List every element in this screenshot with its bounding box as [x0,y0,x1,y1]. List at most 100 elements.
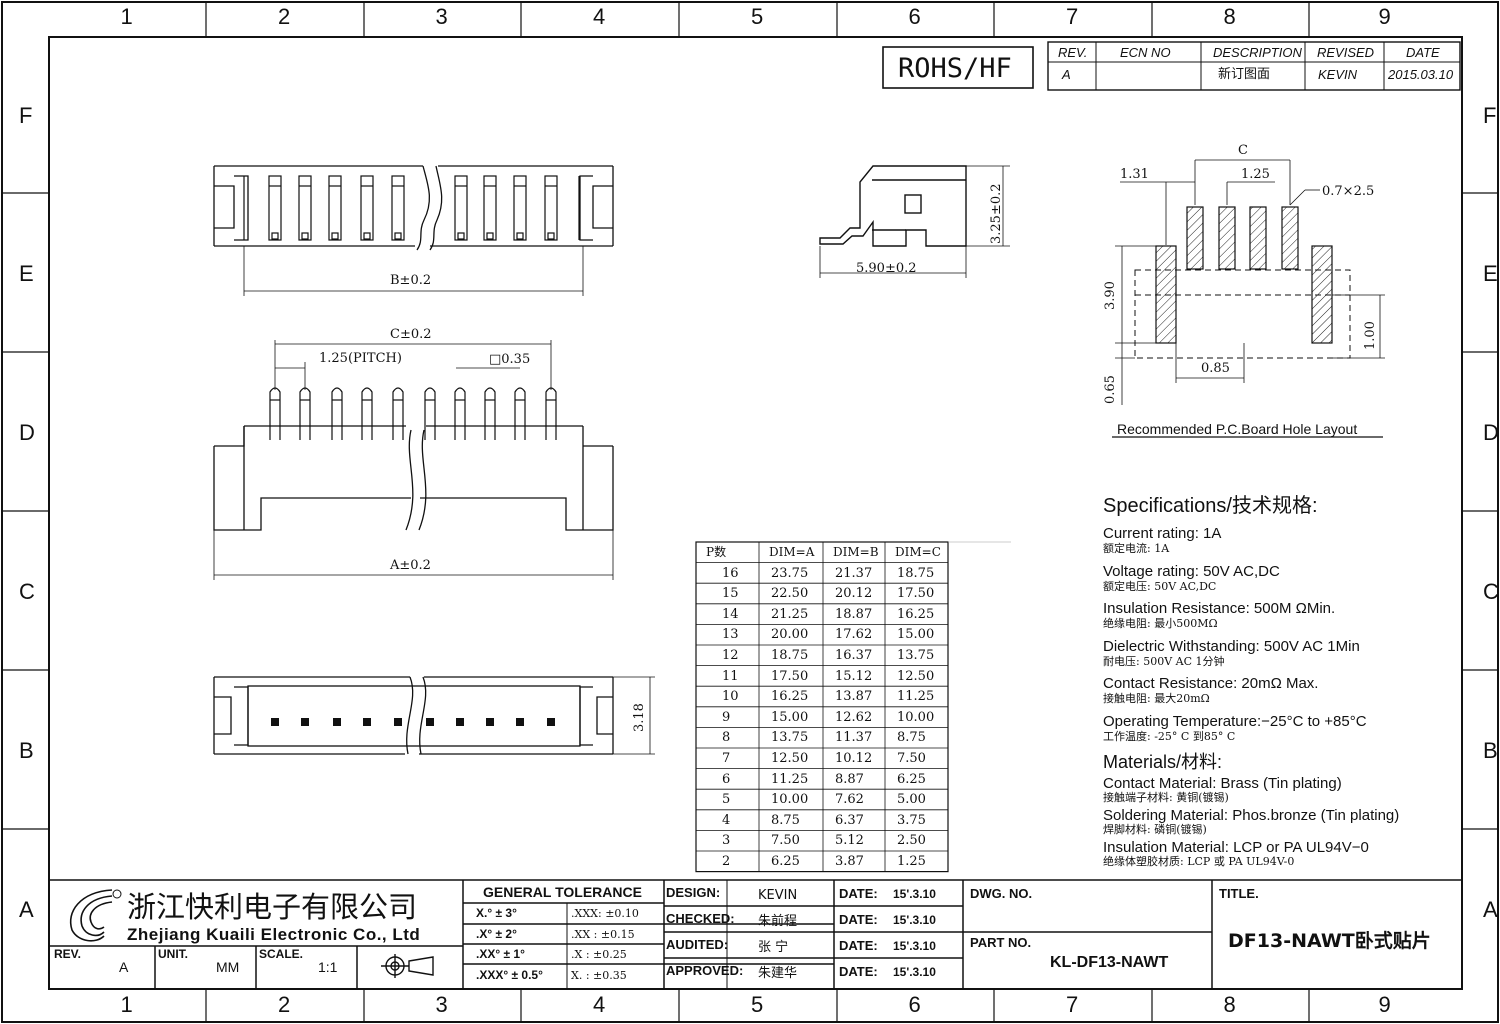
table-cell: 12.50 [771,751,809,766]
tolerance-angle: .XX° ± 1° [476,947,525,961]
dim-b: B±0.2 [390,273,432,288]
tolerance-angle: .X° ± 2° [476,926,517,941]
spec-en: Operating Temperature:−25°C to +85°C [1103,712,1367,730]
sign-date: 15'.3.10 [893,887,936,901]
pcb-caption: Recommended P.C.Board Hole Layout [1117,421,1358,437]
spec-cn: 接触电阻: 最大20mΩ [1103,692,1210,705]
title-label: TITLE. [1219,886,1259,901]
col-label-top: 2 [278,4,291,29]
scale-label: SCALE. [259,947,304,961]
table-cell: 10.00 [771,792,809,808]
row-label-right: C [1483,578,1499,604]
table-cell: 3.75 [897,812,926,828]
spec-en: Current rating: 1A [1103,525,1222,542]
spec-en: Dielectric Withstanding: 500V AC 1Min [1103,637,1360,655]
sign-date: 15'.3.10 [893,913,936,927]
table-cell: 7.62 [835,792,864,808]
sign-label: AUDITED: [666,937,729,952]
table-cell: 10 [722,689,739,705]
unit-value: MM [216,959,240,975]
pcb-dim-131: 1.31 [1120,167,1149,182]
table-cell: 11.25 [897,689,935,705]
pcb-dim-390: 3.90 [1103,281,1118,310]
row-label-left: E [19,260,34,286]
sign-date-label: DATE: [839,886,878,901]
material-en: Contact Material: Brass (Tin plating) [1103,775,1342,792]
sign-name: 朱建华 [758,966,798,981]
table-header: P数 [706,545,727,559]
table-cell: 13.87 [835,689,873,705]
row-label-right: E [1483,260,1498,286]
table-cell: 3 [722,833,731,849]
material-en: Soldering Material: Phos.bronze (Tin pla… [1103,807,1400,824]
scale-value: 1:1 [318,959,338,975]
col-label-bottom: 3 [435,992,448,1017]
spec-cn: 额定电流: 1A [1103,542,1170,555]
col-label-bottom: 8 [1223,992,1236,1017]
row-label-left: B [19,737,34,763]
material-en: Insulation Material: LCP or PA UL94V−0 [1103,839,1369,856]
row-label-right: D [1483,419,1499,445]
col-label-top: 7 [1066,4,1079,29]
col-label-top: 1 [120,4,133,29]
table-cell: 6.37 [835,812,864,828]
col-label-top: 6 [908,4,921,29]
tolerance-linear: .XX : ±0.15 [571,927,635,941]
sign-label: DESIGN: [666,885,721,900]
table-cell: 8.75 [771,812,800,828]
company-en: Zhejiang Kuaili Electronic Co., Ltd [127,925,421,944]
col-label-top: 5 [751,4,764,29]
company-cn: 浙江快利电子有限公司 [127,890,418,924]
col-label-top: 9 [1378,4,1391,29]
part-label: PART NO. [970,935,1032,950]
table-cell: 5 [722,792,731,808]
table-cell: 22.50 [771,586,809,602]
table-cell: 8.75 [897,730,926,746]
table-cell: 1.25 [897,854,926,869]
table-cell: 2.50 [897,833,926,849]
table-cell: 18.75 [897,565,935,581]
spec-cn: 绝缘电阻: 最小500MΩ [1103,617,1218,630]
table-cell: 11.37 [835,730,873,746]
table-cell: 5.00 [897,792,926,808]
row-label-right: F [1483,103,1497,128]
material-cn: 焊脚材料: 磷铜(镀锡) [1103,823,1207,836]
table-cell: 12.62 [835,709,873,725]
col-label-bottom: 1 [120,992,133,1017]
sign-label: APPROVED: [666,963,744,978]
dim-a: A±0.2 [390,558,431,573]
table-cell: 10.00 [897,709,935,725]
table-cell: 20.00 [771,627,809,643]
spec-en: Contact Resistance: 20mΩ Max. [1103,675,1319,692]
table-cell: 6.25 [897,771,926,787]
row-label-left: C [19,578,35,604]
dim-side-height: 3.25±0.2 [989,183,1004,244]
dwg-label: DWG. NO. [970,886,1033,901]
title-value: DF13-NAWT卧式贴片 [1228,930,1431,952]
tolerance-linear: X. : ±0.35 [571,968,627,982]
table-cell: 16.25 [771,689,809,705]
table-cell: 16.37 [835,648,873,663]
pcb-dim-065: 0.65 [1103,375,1118,404]
col-label-bottom: 4 [593,992,606,1017]
table-cell: 8.87 [835,771,864,787]
table-cell: 15.12 [835,668,873,684]
date-value: 2015.03.10 [1388,67,1454,82]
table-cell: 11 [722,668,739,684]
table-header: DIM=A [769,545,815,559]
dim-bottom-height: 3.18 [632,703,647,732]
col-label-top: 3 [435,4,448,29]
part-number: KL-DF13-NAWT [1050,954,1169,971]
table-cell: 18.75 [771,648,809,663]
col-label-bottom: 2 [278,992,291,1017]
table-cell: 17.50 [771,668,809,684]
table-cell: 12.50 [897,668,935,684]
pcb-dim-125: 1.25 [1241,167,1270,182]
material-cn: 接触端子材料: 黄铜(镀锡) [1103,791,1229,804]
sign-date: 15'.3.10 [893,965,936,979]
sign-date-label: DATE: [839,912,878,927]
col-label-bottom: 5 [751,992,764,1017]
table-cell: 7 [722,751,731,766]
